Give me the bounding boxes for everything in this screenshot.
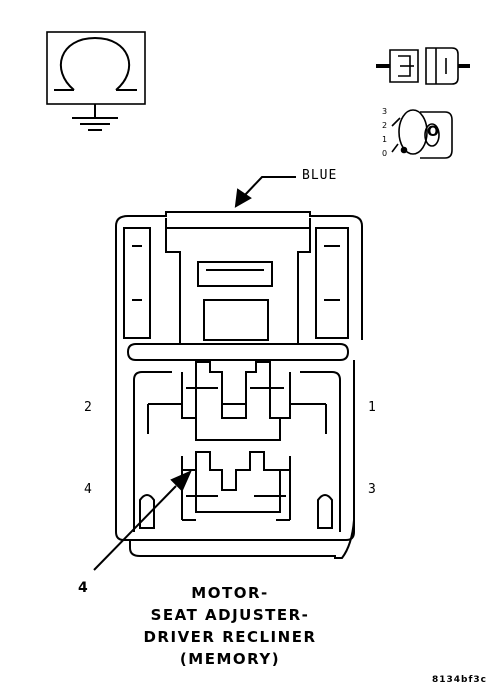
key-position-1: 1 — [382, 135, 388, 144]
title-line-2: SEAT ADJUSTER- — [150, 606, 310, 624]
key-position-labels: 3 2 1 0 — [382, 105, 387, 161]
ignition-key-icon — [391, 109, 453, 159]
pin-label-2: 2 — [84, 400, 92, 415]
title-line-1: MOTOR- — [191, 584, 269, 602]
ground-symbol-icon — [46, 31, 146, 131]
key-position-0: 0 — [382, 149, 388, 158]
color-pointer — [234, 176, 296, 208]
figure-code: 8134bf3c — [432, 675, 488, 685]
callout-arrow — [93, 470, 192, 571]
key-position-2: 2 — [382, 121, 388, 130]
connector-housing — [115, 211, 363, 559]
wire-color-label: BLUE — [302, 168, 338, 183]
title-line-4: (MEMORY) — [179, 650, 281, 668]
pin-label-3: 3 — [368, 482, 376, 497]
title-line-3: DRIVER RECLINER — [143, 628, 317, 646]
callout-number: 4 — [78, 580, 88, 596]
key-position-3: 3 — [382, 107, 388, 116]
connector-plug-icon — [376, 47, 470, 85]
key-lock-letter: O — [427, 124, 439, 140]
pin-label-1: 1 — [368, 400, 376, 415]
pin-label-4: 4 — [84, 482, 92, 497]
